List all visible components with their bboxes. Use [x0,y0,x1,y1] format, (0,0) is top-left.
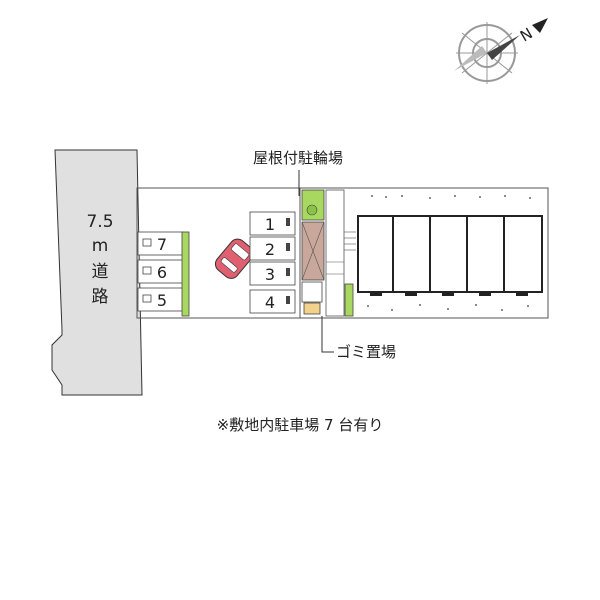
parking-space-3: 3 [265,265,275,284]
building [357,215,543,296]
parking-space-5: 5 [157,291,167,310]
steps [326,231,356,275]
garbage-area [303,302,321,315]
parking-left-group [137,231,190,317]
garbage-area-leader [321,316,334,353]
walkway [325,189,345,317]
garden-dots [367,195,531,311]
road-name-char-2: 路 [92,287,109,307]
parking-space-2: 2 [265,240,275,259]
parking-space-7: 7 [157,235,167,254]
road-name-char-1: 道 [92,262,109,282]
road-width-label: 7.5 [86,212,113,232]
site-boundary [136,187,300,319]
bicycle-parking-area [301,189,325,315]
building-lot-boundary [299,187,549,319]
hedge-right [344,283,354,317]
parking-space-4: 4 [265,293,275,312]
car-icon [214,238,254,279]
compass-north-label: N [517,24,536,45]
garbage-area-label: ゴミ置場 [336,343,396,361]
compass-icon [454,18,548,84]
parking-space-6: 6 [157,263,167,282]
parking-right-group [249,211,296,314]
parking-note: ※敷地内駐車場 7 台有り [217,416,384,434]
road-unit-label: m [92,236,109,256]
bicycle-parking-label: 屋根付駐輪場 [253,149,343,167]
hedge-left [181,231,190,317]
parking-space-1: 1 [265,215,275,234]
